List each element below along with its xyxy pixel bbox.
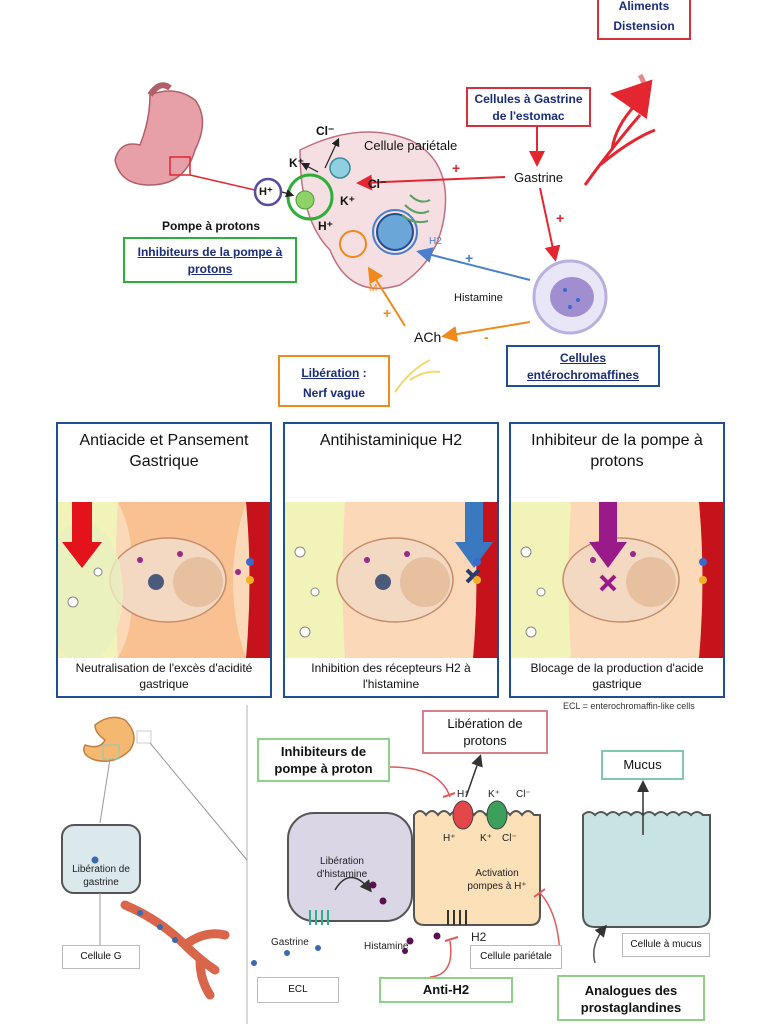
panel-illustration <box>285 502 497 658</box>
panel-caption: Blocage de la production d'acide gastriq… <box>530 661 704 691</box>
histamine-label: Histamine <box>454 292 503 304</box>
h2-label: H2 <box>471 930 487 944</box>
panel-caption: Neutralisation de l'excès d'acidité gast… <box>75 661 253 691</box>
k-mid-label: K⁺ <box>340 194 355 208</box>
plus-sign-2: + <box>556 210 565 226</box>
k-top-label: K⁺ <box>289 156 304 170</box>
h-circle-label: H⁺ <box>259 186 273 198</box>
anti-h2-box: Anti-H2 <box>379 977 513 1003</box>
m-label: M <box>369 283 378 294</box>
liberation-gastrine-label: Libération de gastrine <box>72 864 130 888</box>
liberation-histamine-label: Libération d'histamine <box>316 856 368 880</box>
h-bottom-label: H⁺ <box>318 219 333 233</box>
cl-mid-label: Cl⁻ <box>368 177 387 191</box>
parietal-cell-icon <box>299 131 447 290</box>
plus-sign-1: + <box>452 160 461 176</box>
gastrine-label: Gastrine <box>271 937 309 948</box>
panel-title: Inhibiteur de la pompe à protons <box>531 432 703 470</box>
mucus-cell-icon <box>582 811 711 928</box>
liberation-protons-box: Libération de protons <box>422 710 548 754</box>
nerf-vague-box: Libération : Nerf vague <box>278 355 390 407</box>
panel-inhibiteur-pompe: Inhibiteur de la pompe à protons Blocage… <box>509 422 725 698</box>
h-plus-low-label: H⁺ <box>443 833 456 844</box>
stomach-icon <box>114 82 204 186</box>
histamine-label: Histamine <box>364 941 409 952</box>
plus-sign-3: + <box>465 250 474 266</box>
top-diagram-graphics <box>114 73 656 393</box>
cellules-entero-box: Cellules entérochromaffines <box>506 345 660 387</box>
gastrine-label: Gastrine <box>514 170 564 185</box>
cellule-mucus-box: Cellule à mucus <box>622 933 710 957</box>
cl-top-label: Cl⁻ <box>316 124 335 138</box>
liberation-label: Libération <box>301 366 360 380</box>
distension-label: Distension <box>613 19 675 33</box>
panel-illustration <box>511 502 723 658</box>
enterochromaffin-cell-icon <box>532 259 608 335</box>
g-cell-icon <box>61 824 141 894</box>
minus-sign-1: - <box>484 329 489 345</box>
liberation-suffix: : <box>359 366 367 380</box>
cellule-parietale-box: Cellule pariétale <box>470 945 562 969</box>
nerf-vague-label: Nerf vague <box>302 386 366 400</box>
cl-low-label: Cl⁻ <box>502 833 517 844</box>
liberation-line: Libération : <box>280 363 388 383</box>
inhibiteurs-pompe-box: Inhibiteurs de la pompe à protons <box>123 237 297 283</box>
cellule-g-box: Cellule G <box>62 945 140 969</box>
h2-label: H2 <box>429 236 442 247</box>
cellule-parietale-label: Cellule pariétale <box>364 138 458 153</box>
cl-top-label: Cl⁻ <box>516 789 531 800</box>
inhibiteurs-pompe-proton-box: Inhibiteurs de pompe à proton <box>257 738 390 782</box>
blood-vessel-icon <box>120 900 230 1000</box>
ach-label: ACh <box>414 329 442 345</box>
aliments-distension-box: Aliments Distension <box>597 0 691 40</box>
mucus-box: Mucus <box>601 750 684 780</box>
panel-caption: Inhibition des récepteurs H2 à l'histami… <box>311 661 471 691</box>
stomach-small-icon <box>83 716 135 762</box>
panel-illustration <box>58 502 270 658</box>
plus-sign-4: + <box>383 305 392 321</box>
ecl-box: ECL <box>257 977 339 1003</box>
top-diagram: Aliments Distension Cellules à Gastrine … <box>0 0 768 415</box>
bottom-diagram-graphics <box>61 705 711 1024</box>
pompe-protons-label: Pompe à protons <box>162 219 261 233</box>
panel-antiacide: Antiacide et Pansement Gastrique Neutral… <box>56 422 272 698</box>
k-plus-low-label: K⁺ <box>480 833 492 844</box>
panel-antihistaminique: Antihistaminique H2 Inhibition des récep… <box>283 422 499 698</box>
panel-title: Antiacide et Pansement Gastrique <box>79 432 249 470</box>
k-plus-top-label: K⁺ <box>488 789 500 800</box>
analogues-prostaglandines-box: Analogues des prostaglandines <box>557 975 705 1021</box>
h-plus-top-label: H⁺ <box>457 789 470 800</box>
bottom-diagram: Libération de gastrine Cellule G Inhibit… <box>0 705 768 1024</box>
aliments-label: Aliments <box>618 0 670 13</box>
cellules-gastrine-box: Cellules à Gastrine de l'estomac <box>466 87 591 127</box>
ecl-note: ECL = enterochromaffin-like cells <box>563 701 695 711</box>
ecl-cell-icon <box>287 812 413 922</box>
panel-title: Antihistaminique H2 <box>319 432 463 449</box>
activation-pompes-label: Activation pompes à H⁺ <box>467 868 527 892</box>
